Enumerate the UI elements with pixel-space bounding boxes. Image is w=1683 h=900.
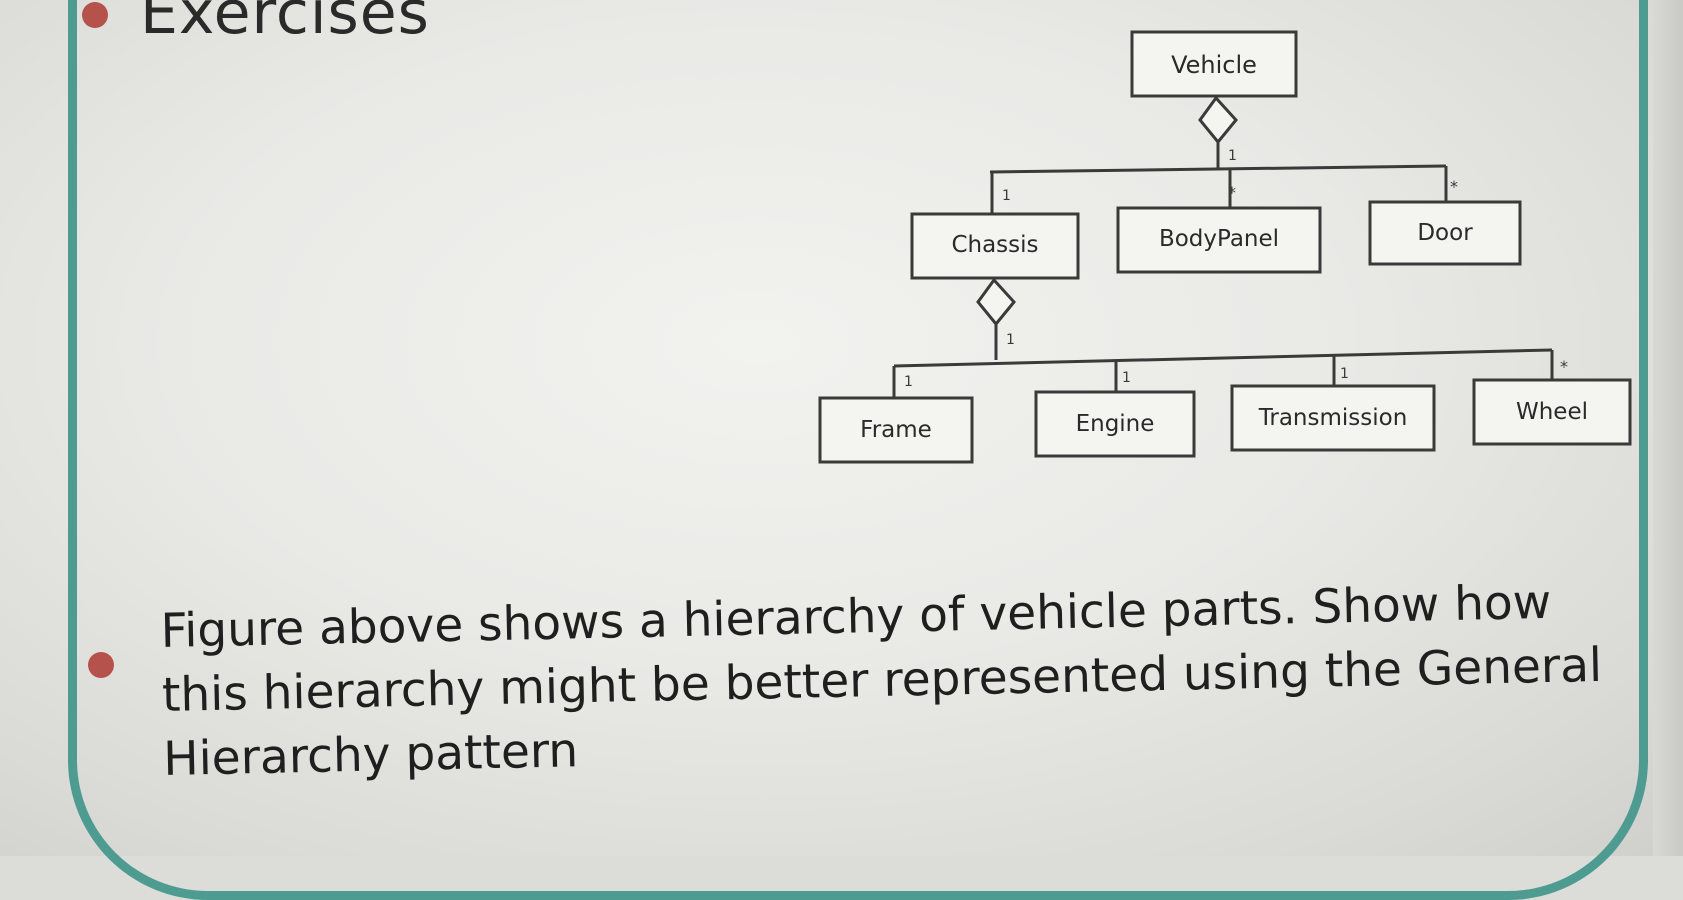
class-label-vehicle: Vehicle xyxy=(1171,51,1257,79)
class-box-chassis xyxy=(910,212,1080,280)
class-box-wheel xyxy=(1472,378,1632,446)
multiplicity-bodypanel-part: * xyxy=(1228,183,1236,202)
multiplicity-door-part: * xyxy=(1450,177,1458,196)
aggregation-diamond-vehicle xyxy=(1198,95,1238,145)
class-label-door: Door xyxy=(1417,220,1473,246)
screen-edge xyxy=(1653,0,1683,856)
uml-aggregation-diagram: Vehicle 1 1 * * Chassis BodyPanel Door 1… xyxy=(818,30,1632,464)
class-box-transmission xyxy=(1230,384,1436,452)
exercise-text: Figure above shows a hierarchy of vehicl… xyxy=(160,574,1603,787)
multiplicity-wheel-part: * xyxy=(1560,357,1568,376)
class-label-frame: Frame xyxy=(860,417,932,443)
heading-bullet xyxy=(82,2,108,28)
class-box-bodypanel xyxy=(1116,206,1322,274)
multiplicity-engine-part: 1 xyxy=(1122,370,1131,386)
class-label-wheel: Wheel xyxy=(1516,399,1588,425)
multiplicity-vehicle-whole: 1 xyxy=(1228,148,1237,164)
class-label-engine: Engine xyxy=(1076,411,1155,437)
class-box-engine xyxy=(1034,390,1196,458)
class-label-chassis: Chassis xyxy=(951,232,1038,258)
class-box-vehicle xyxy=(1130,30,1298,98)
aggregation-diamond-chassis xyxy=(976,277,1016,327)
multiplicity-chassis-part: 1 xyxy=(1002,188,1011,204)
class-label-transmission: Transmission xyxy=(1258,405,1408,431)
multiplicity-frame-part: 1 xyxy=(904,374,913,390)
class-label-bodypanel: BodyPanel xyxy=(1159,226,1279,252)
multiplicity-transmission-part: 1 xyxy=(1340,366,1349,382)
body-bullet xyxy=(88,652,114,678)
multiplicity-chassis-whole: 1 xyxy=(1006,332,1015,348)
class-box-frame xyxy=(818,396,974,464)
slide-heading: Exercises xyxy=(140,0,430,48)
class-box-door xyxy=(1368,200,1522,266)
